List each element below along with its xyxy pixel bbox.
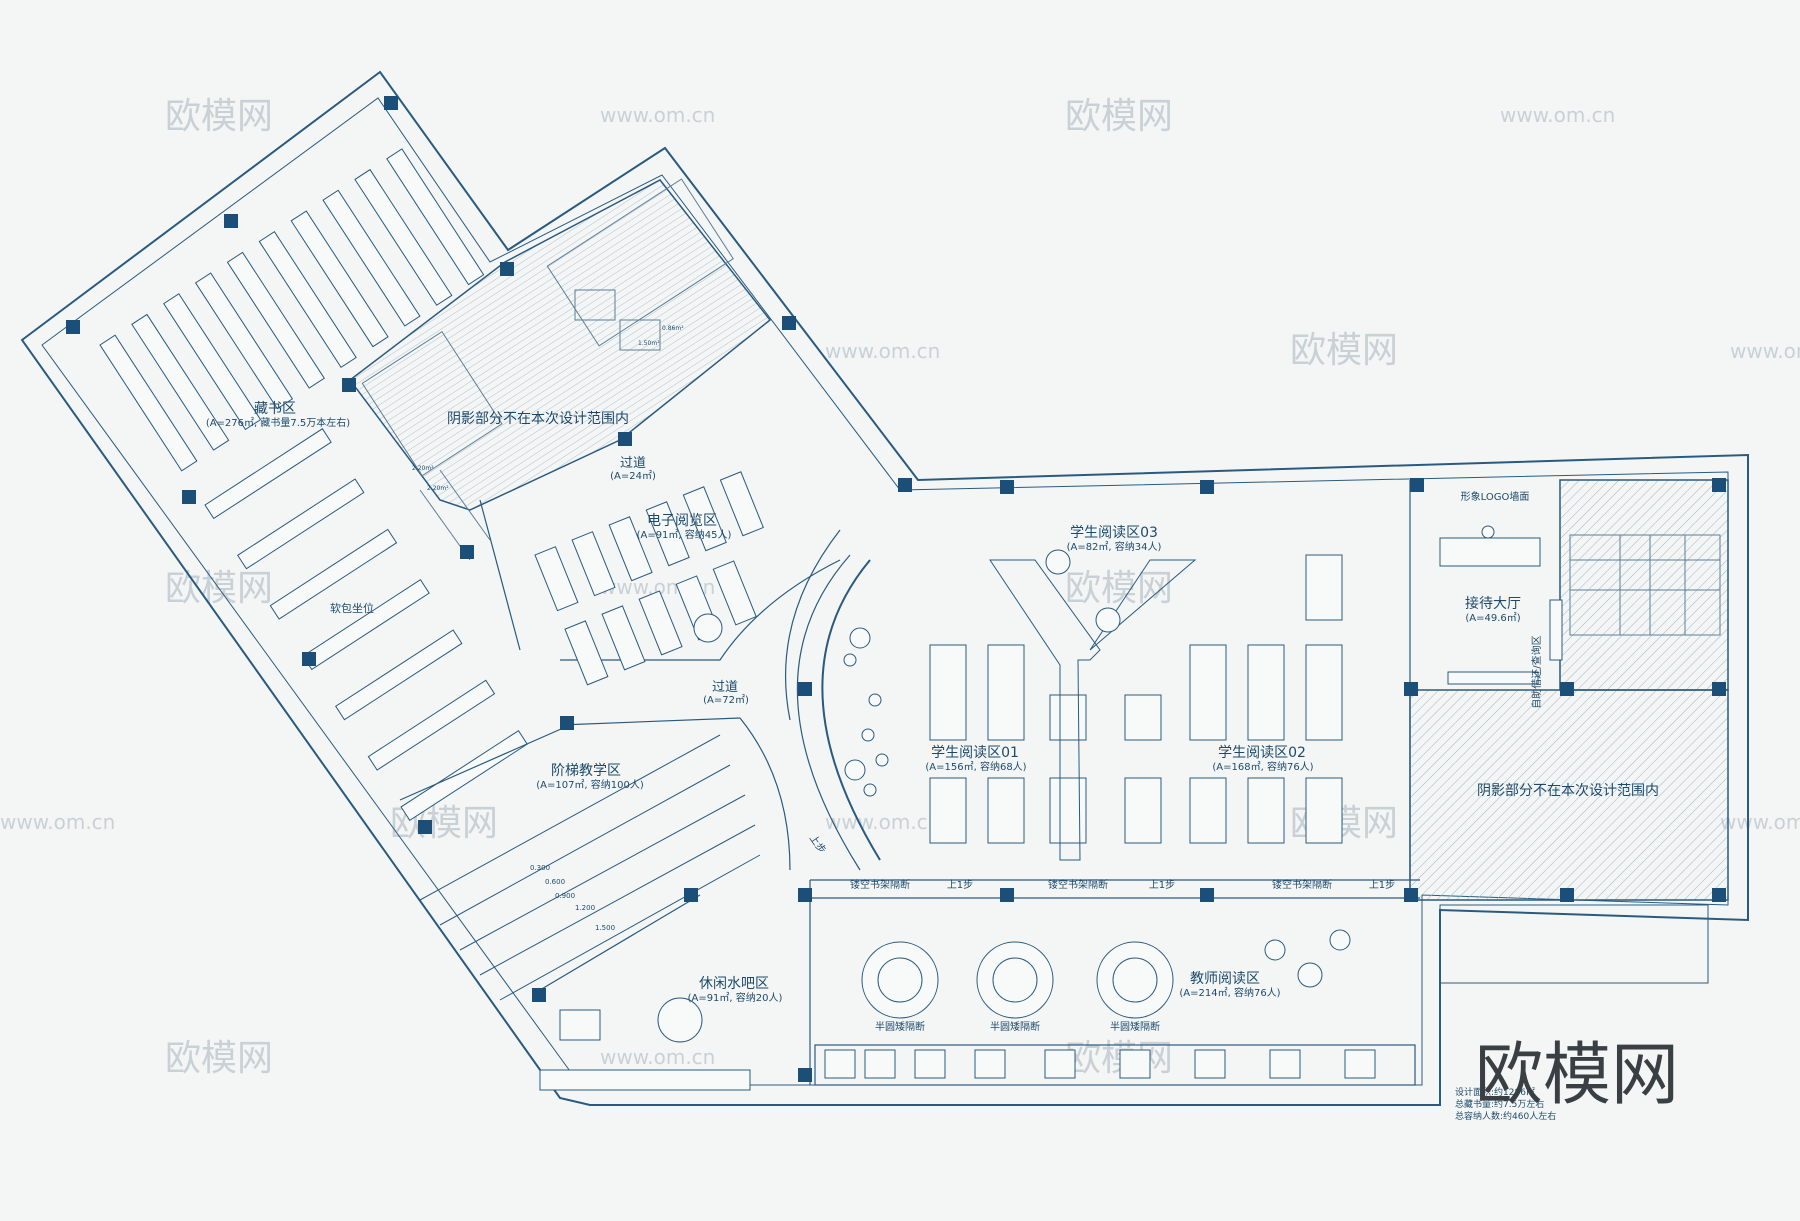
summary-block: 设计面积:约1286㎡ 总藏书量:约7.5万左右 总容纳人数:约460人左右 xyxy=(1455,1086,1556,1122)
half-round-note-1: 半圆矮隔断 xyxy=(875,1020,925,1033)
corridor-top-info: (A=24㎡) xyxy=(610,470,656,482)
summary-capacity: 总容纳人数:约460人左右 xyxy=(1455,1110,1556,1122)
structural-columns xyxy=(66,96,1726,1082)
shaded-right-label: 阴影部分不在本次设计范围内 xyxy=(1477,782,1659,799)
shelf-partition-note-3: 镂空书架隔断 xyxy=(1272,878,1332,891)
cafe-label: 休闲水吧区 xyxy=(699,976,769,992)
student01-info: (A=156㎡, 容纳68人) xyxy=(925,760,1026,773)
toilet-dim-1: 1.50m² xyxy=(638,340,660,347)
e-reading-label: 电子阅览区 xyxy=(647,513,717,529)
e-reading-info: (A=91㎡, 容纳45人) xyxy=(637,528,732,541)
elevation-4: 1.200 xyxy=(575,904,595,912)
corridor-mid-info: (A=72㎡) xyxy=(703,694,749,706)
elevation-3: 0.900 xyxy=(555,892,575,900)
plan-notes: 形象LOGO墙面 自助借还/查询区 镂空书架隔断 镂空书架隔断 镂空书架隔断 上… xyxy=(412,325,1543,1033)
cafe-info: (A=91㎡, 容纳20人) xyxy=(688,991,783,1004)
svg-text:www.om.cn: www.om.cn xyxy=(1720,810,1800,834)
svg-text:www.om.cn: www.om.cn xyxy=(825,810,940,834)
elevation-2: 0.600 xyxy=(545,878,565,886)
half-round-note-3: 半圆矮隔断 xyxy=(1110,1020,1160,1033)
corridor-top-label: 过道 xyxy=(620,456,646,471)
svg-text:欧模网: 欧模网 xyxy=(165,96,273,137)
step-up-note-2: 上1步 xyxy=(1149,879,1175,891)
svg-text:www.om.cn: www.om.cn xyxy=(1730,339,1800,363)
lecture-tiers xyxy=(419,734,761,1001)
step-up-note-4: 上步 xyxy=(807,833,828,856)
svg-text:欧模网: 欧模网 xyxy=(1065,568,1173,609)
reception-desk xyxy=(1439,525,1563,685)
svg-text:欧模网: 欧模网 xyxy=(1065,1038,1173,1079)
student02-info: (A=168㎡, 容纳76人) xyxy=(1212,760,1313,773)
svg-text:www.om.cn: www.om.cn xyxy=(600,103,715,127)
student-desks xyxy=(929,549,1343,861)
student02-label: 学生阅读区02 xyxy=(1218,744,1306,761)
cafe-furniture xyxy=(539,627,889,1091)
stack-shelves xyxy=(99,148,528,822)
svg-text:www.om.cn: www.om.cn xyxy=(600,1045,715,1069)
corridor-mid-label: 过道 xyxy=(712,680,738,695)
brand-logo: 欧模网 xyxy=(1475,1036,1679,1115)
stack-area-info: (A=276㎡, 藏书量7.5万本左右) xyxy=(206,416,350,429)
room-labels: 藏书区 (A=276㎡, 藏书量7.5万本左右) 软包坐位 阴影部分不在本次设计… xyxy=(206,401,1659,1004)
reception-label: 接待大厅 xyxy=(1465,595,1521,612)
svg-text:欧模网: 欧模网 xyxy=(1290,330,1398,371)
svg-text:www.om.cn: www.om.cn xyxy=(1500,103,1615,127)
svg-text:www.om.cn: www.om.cn xyxy=(825,339,940,363)
self-service-note: 自助借还/查询区 xyxy=(1530,635,1543,708)
partitions xyxy=(399,480,1420,1086)
shaded-top-label: 阴影部分不在本次设计范围内 xyxy=(447,410,629,427)
teacher-info: (A=214㎡, 容纳76人) xyxy=(1179,986,1280,999)
soft-seat-label: 软包坐位 xyxy=(330,601,374,615)
half-round-note-2: 半圆矮隔断 xyxy=(990,1020,1040,1033)
shelf-partition-note-1: 镂空书架隔断 xyxy=(850,878,910,891)
toilet-dim-2: 0.86m² xyxy=(662,325,684,332)
lecture-info: (A=107㎡, 容纳100人) xyxy=(536,778,644,791)
lecture-label: 阶梯教学区 xyxy=(551,763,621,779)
e-reading-desks xyxy=(534,471,764,686)
student03-label: 学生阅读区03 xyxy=(1070,524,1158,541)
watermarks: 欧模网 www.om.cn 欧模网 www.om.cn 欧模网 www.om.c… xyxy=(0,96,1800,1079)
student03-info: (A=82㎡, 容纳34人) xyxy=(1067,540,1162,553)
reception-info: (A=49.6㎡) xyxy=(1465,612,1520,624)
svg-text:欧模网: 欧模网 xyxy=(165,1038,273,1079)
toilet-dim-3: 2.20m² xyxy=(412,465,434,472)
elevation-5: 1.500 xyxy=(595,924,615,932)
summary-total-books: 总藏书量:约7.5万左右 xyxy=(1455,1098,1544,1110)
shelf-partition-note-2: 镂空书架隔断 xyxy=(1048,878,1108,891)
svg-text:www.om.cn: www.om.cn xyxy=(0,810,115,834)
teacher-label: 教师阅读区 xyxy=(1190,970,1260,987)
logo-wall-note: 形象LOGO墙面 xyxy=(1461,490,1530,503)
summary-design-area: 设计面积:约1286㎡ xyxy=(1455,1086,1535,1098)
step-up-note-1: 上1步 xyxy=(947,879,973,891)
step-up-note-3: 上1步 xyxy=(1369,879,1395,891)
stack-area-label: 藏书区 xyxy=(254,401,296,417)
teacher-furniture xyxy=(824,929,1376,1079)
toilet-dim-4: 2.20m² xyxy=(427,485,449,492)
shaded-zone-right xyxy=(1409,479,1729,984)
svg-text:欧模网: 欧模网 xyxy=(1065,96,1173,137)
elevation-1: 0.300 xyxy=(530,864,550,872)
student01-label: 学生阅读区01 xyxy=(931,744,1019,761)
